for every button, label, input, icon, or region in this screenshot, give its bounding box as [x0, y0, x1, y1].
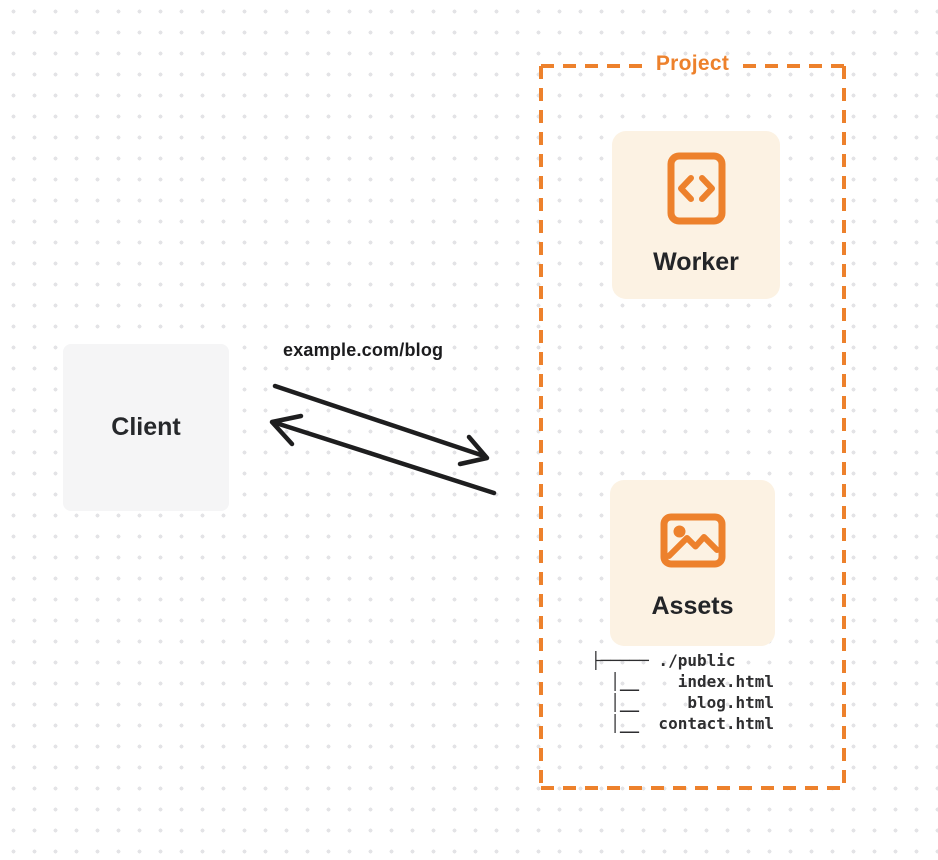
project-group-label: Project [655, 52, 730, 75]
client-label: Client [111, 413, 181, 441]
file-tree-root: ├───── ./public [591, 651, 736, 670]
code-document-icon [667, 152, 726, 225]
worker-label: Worker [653, 248, 739, 276]
assets-node: Assets [610, 480, 775, 646]
file-tree-contact: │__ contact.html [591, 714, 775, 733]
request-url-label: example.com/blog [283, 340, 444, 360]
client-node: Client [63, 344, 229, 511]
response-arrow [269, 413, 497, 496]
file-tree-index: │__ index.html [591, 672, 775, 691]
worker-node: Worker [612, 131, 780, 299]
image-icon [660, 513, 726, 568]
request-arrow [272, 383, 490, 467]
assets-file-tree: ├───── ./public │__ index.html │__ blog.… [591, 650, 774, 734]
file-tree-blog: │__ blog.html [591, 693, 775, 712]
assets-label: Assets [651, 592, 734, 620]
